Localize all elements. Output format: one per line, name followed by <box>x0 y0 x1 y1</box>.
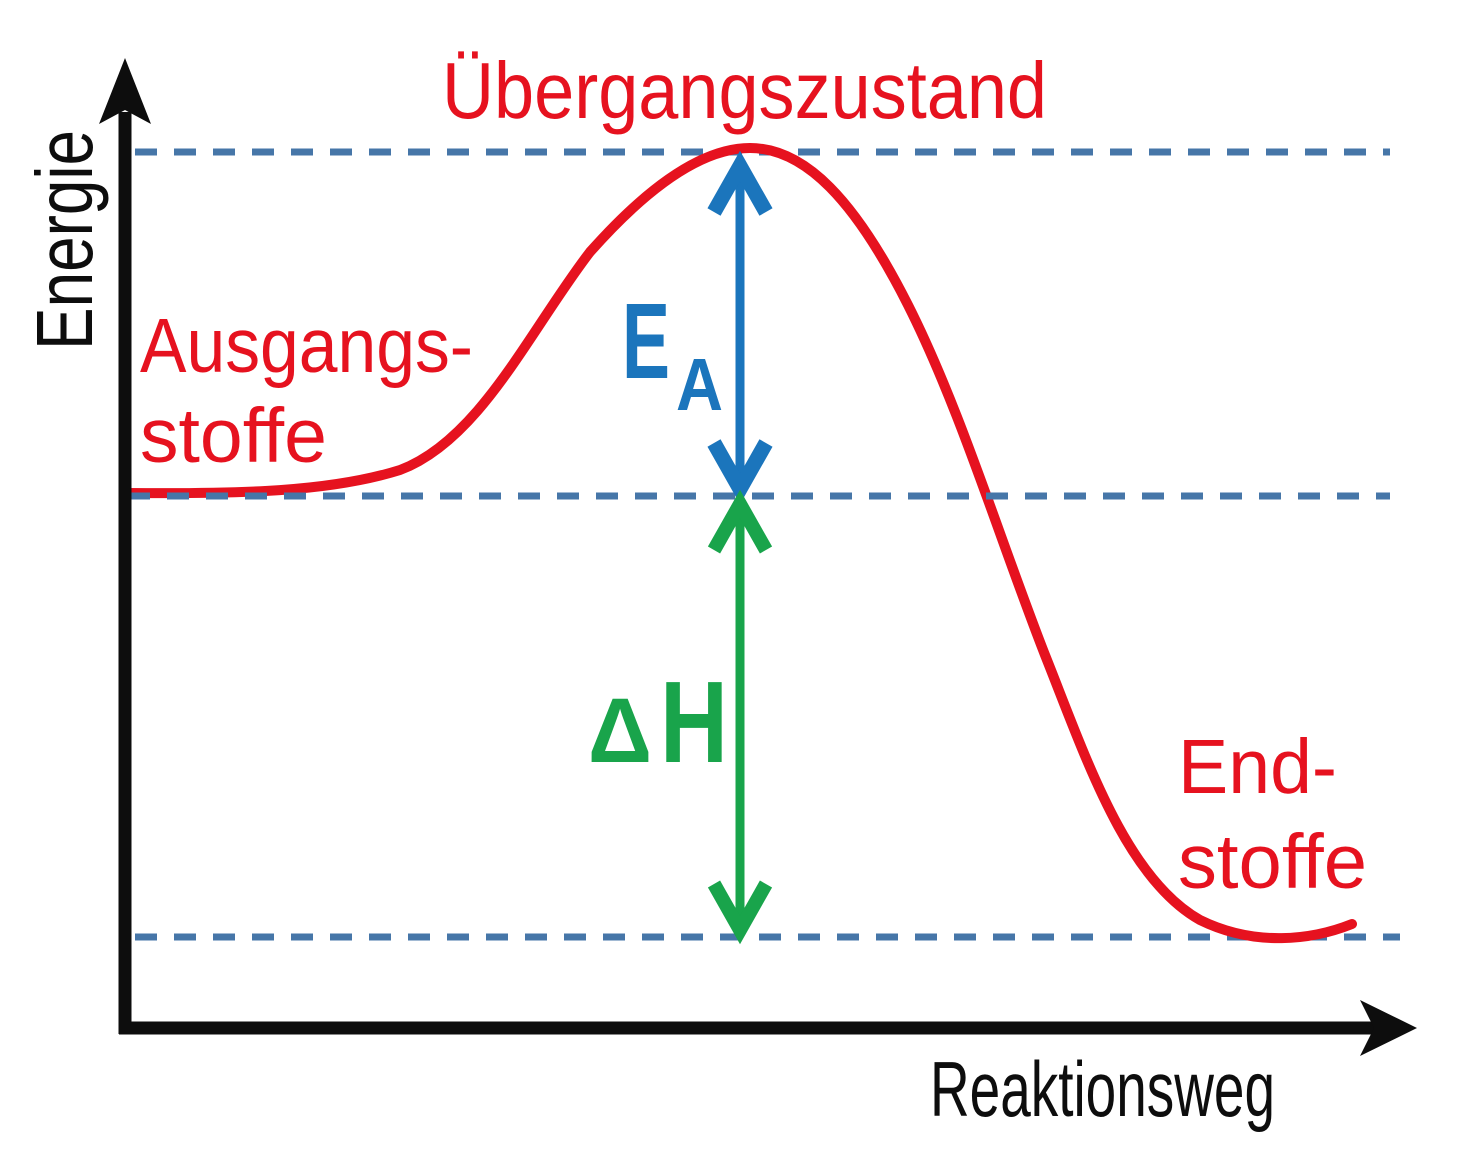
arrow-up-icon <box>707 150 773 216</box>
activation-energy-symbol: E <box>622 280 670 401</box>
title-transition-state: Übergangszustand <box>442 46 1047 135</box>
enthalpy-arrow <box>707 489 773 945</box>
x-axis-label: Reaktionsweg <box>930 1045 1275 1133</box>
products-label-line1: End- <box>1178 724 1337 810</box>
x-axis-arrowhead-icon <box>1360 1000 1417 1056</box>
enthalpy-delta-symbol: Δ <box>588 680 652 782</box>
reactants-label-line2: stoffe <box>140 393 327 479</box>
products-label-line2: stoffe <box>1178 819 1367 905</box>
arrow-down-icon <box>707 439 773 505</box>
reactants-label-line1: Ausgangs- <box>140 303 473 389</box>
activation-energy-arrow <box>707 150 773 505</box>
enthalpy-label: Δ H <box>588 657 728 787</box>
reaction-energy-curve <box>123 143 1357 944</box>
activation-energy-subscript: A <box>676 343 723 426</box>
y-axis-label: Energie <box>20 130 109 350</box>
arrow-up-icon <box>707 489 773 554</box>
y-axis-arrowhead-icon <box>99 58 151 124</box>
enthalpy-h-symbol: H <box>660 657 728 787</box>
arrow-down-icon <box>707 880 773 945</box>
activation-energy-label: E A <box>622 280 723 426</box>
